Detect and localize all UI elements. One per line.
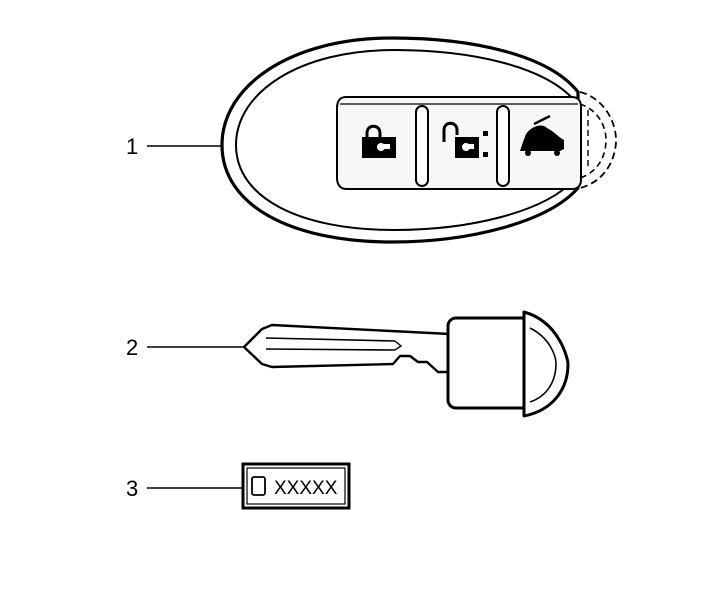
key-blade-groove-end (394, 340, 403, 351)
key-blade (242, 323, 452, 374)
key-head (446, 316, 532, 410)
callout-number-2: 2 (126, 335, 138, 360)
key-blade-groove-lower (265, 348, 396, 351)
lock-icon (362, 124, 396, 158)
callout-number-1: 1 (126, 134, 138, 159)
fob-button-divider-2 (496, 105, 510, 187)
key-head-cap-inner (529, 327, 557, 403)
key-head-cap (522, 310, 570, 418)
key-tag-checkbox-icon (251, 476, 266, 496)
callout-3: 3 (126, 476, 243, 501)
mechanical-key (242, 310, 570, 418)
callout-1: 1 (126, 134, 224, 159)
lock-button[interactable] (362, 124, 396, 158)
fob-inner-contour (234, 48, 575, 232)
trunk-icon (520, 114, 564, 156)
callout-number-3: 3 (126, 476, 138, 501)
unlock-button[interactable] (442, 121, 488, 158)
fob-button-divider-1 (415, 105, 429, 187)
key-blade-groove-upper (265, 337, 396, 342)
key-tag-code: XXXXX (274, 478, 338, 499)
key-tag-outer (241, 462, 351, 510)
key-number-tag: XXXXX (241, 462, 351, 510)
trunk-button[interactable] (520, 114, 564, 156)
fob-hidden-key-outline-inner (579, 103, 607, 179)
callout-2: 2 (126, 335, 244, 360)
intelligent-key-fob (220, 36, 617, 244)
key-tag-inner-border (246, 467, 346, 505)
unlock-icon (442, 121, 488, 158)
